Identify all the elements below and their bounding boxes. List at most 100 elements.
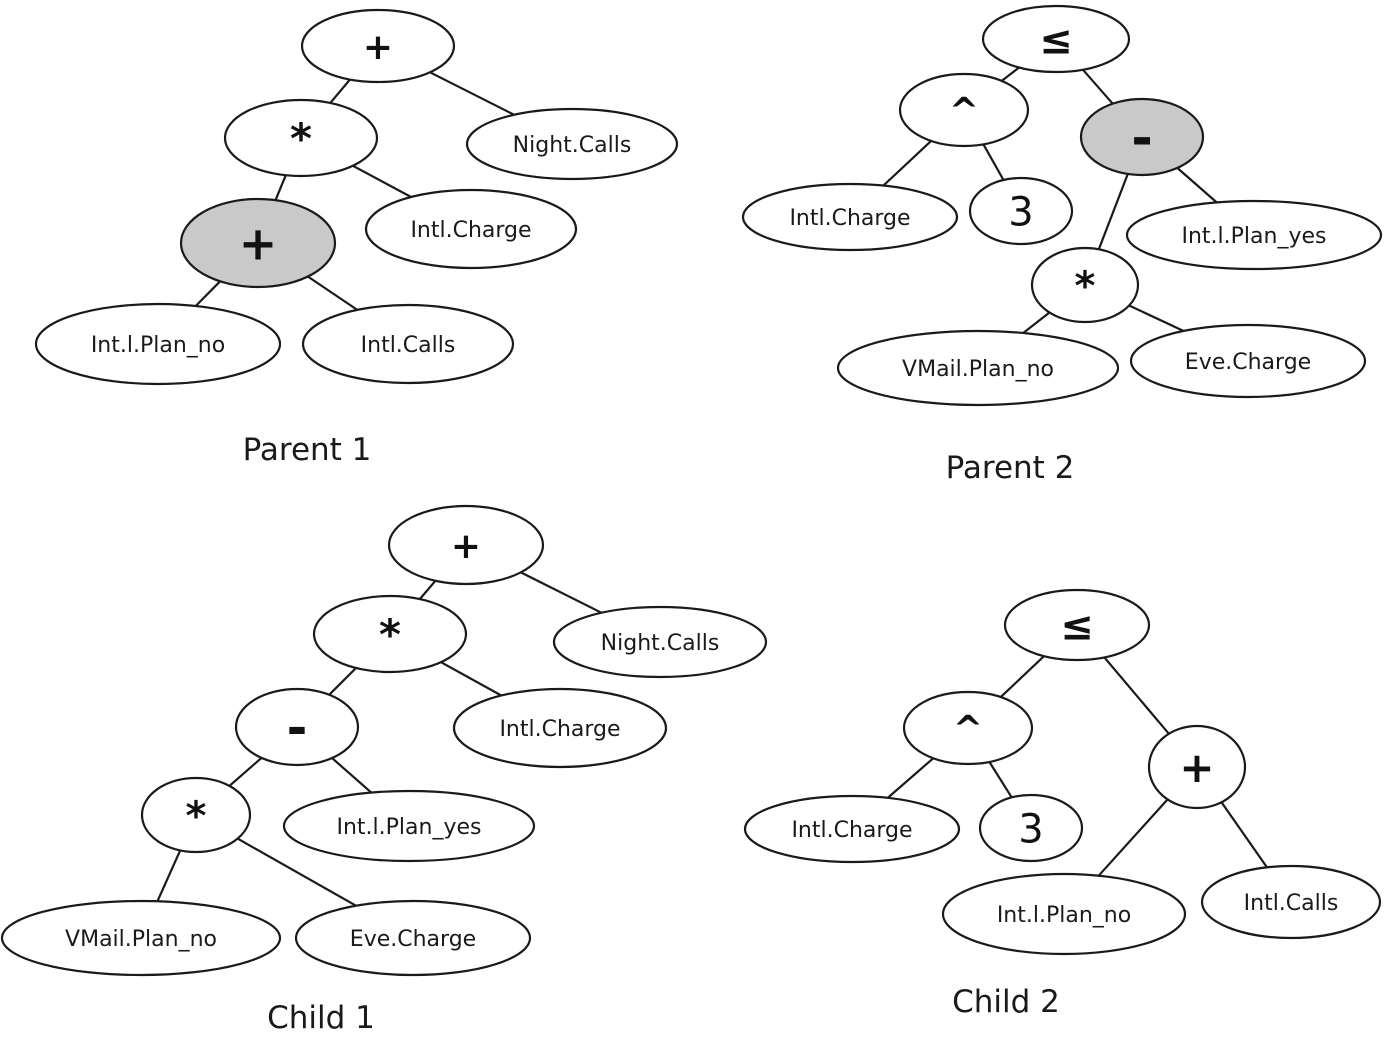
node-ellipse-p1-mul — [223, 98, 379, 178]
node-ellipse-c1-minus — [234, 687, 360, 767]
edge-c1-mul2-to-c1-eve-charge — [237, 837, 357, 907]
node-label-c1-intl-plan-yes: Int.l.Plan_yes — [337, 815, 482, 840]
node-label-c1-root: + — [451, 526, 481, 567]
tree-node-p2-minus: - — [1079, 97, 1205, 177]
node-label-c2-intl-calls: Intl.Calls — [1244, 891, 1339, 916]
tree-node-p1-root: + — [300, 8, 456, 84]
node-ellipse-c1-night-calls — [552, 605, 768, 679]
edge-p1-mul-to-p1-plus — [274, 174, 287, 201]
tree-node-c1-mul2: * — [140, 776, 252, 854]
edge-c1-root-to-c1-mul — [418, 580, 437, 600]
node-ellipse-c2-pow — [902, 690, 1034, 766]
node-label-p1-intl-charge: Intl.Charge — [410, 218, 531, 243]
edge-p1-plus-to-p1-intl-calls — [307, 275, 358, 311]
tree-node-p2-pow: ^ — [898, 72, 1030, 148]
tree-caption-1: Parent 1 — [243, 432, 372, 468]
node-ellipse-c2-three — [978, 793, 1084, 863]
tree-caption-2: Parent 2 — [946, 450, 1075, 486]
edge-c2-plus-to-c2-intl-calls — [1220, 801, 1268, 868]
edge-p2-minus-to-p2-intl-plan-yes — [1176, 167, 1218, 204]
node-ellipse-c2-plus — [1147, 724, 1247, 810]
node-label-p2-three: 3 — [1008, 189, 1033, 235]
edge-p2-minus-to-p2-mul — [1097, 173, 1129, 250]
node-ellipse-c2-intl-charge — [743, 794, 961, 864]
edge-p1-plus-to-p1-intl-plan-no — [194, 280, 221, 307]
tree-node-c1-intl-plan-yes: Int.l.Plan_yes — [282, 789, 536, 863]
node-label-p2-pow: ^ — [949, 91, 979, 132]
node-ellipse-p2-minus — [1079, 97, 1205, 177]
tree-node-p1-night-calls: Night.Calls — [465, 107, 679, 181]
tree-node-p1-intl-plan-no: Int.l.Plan_no — [34, 302, 282, 386]
tree-node-p2-three: 3 — [968, 176, 1074, 246]
node-label-c2-pow: ^ — [953, 709, 983, 750]
tree-node-c1-minus: - — [234, 687, 360, 767]
node-ellipse-p2-vmail-plan-no — [836, 329, 1120, 407]
node-label-p2-vmail-plan-no: VMail.Plan_no — [902, 357, 1054, 382]
node-ellipse-p1-intl-plan-no — [34, 302, 282, 386]
tree-node-p1-intl-charge: Intl.Charge — [364, 188, 578, 270]
node-ellipse-p1-intl-charge — [364, 188, 578, 270]
node-label-p2-mul: * — [1075, 263, 1096, 309]
node-label-c1-night-calls: Night.Calls — [601, 631, 720, 656]
tree-node-c1-mul: * — [312, 594, 468, 674]
tree-node-p2-eve-charge: Eve.Charge — [1129, 323, 1367, 399]
node-ellipse-p2-intl-charge — [741, 182, 959, 252]
node-label-c2-three: 3 — [1018, 806, 1043, 852]
edge-p1-root-to-p1-night-calls — [429, 71, 515, 116]
edge-c2-root-to-c2-plus — [1103, 656, 1170, 735]
tree-node-c2-intl-charge: Intl.Charge — [743, 794, 961, 864]
tree-node-c1-vmail-plan-no: VMail.Plan_no — [0, 899, 282, 977]
node-ellipse-c1-eve-charge — [294, 899, 532, 977]
node-ellipse-c1-intl-plan-yes — [282, 789, 536, 863]
edge-p2-mul-to-p2-vmail-plan-no — [1022, 311, 1051, 334]
node-ellipse-p2-pow — [898, 72, 1030, 148]
edges-layer — [156, 66, 1268, 907]
node-label-c1-eve-charge: Eve.Charge — [350, 927, 476, 952]
node-label-p1-root: + — [363, 27, 393, 68]
node-ellipse-p2-eve-charge — [1129, 323, 1367, 399]
edge-p2-mul-to-p2-eve-charge — [1128, 304, 1185, 332]
tree-node-p2-intl-plan-yes: Int.l.Plan_yes — [1125, 199, 1383, 271]
tree-node-c1-intl-charge: Intl.Charge — [452, 687, 668, 769]
tree-node-c2-intl-calls: Intl.Calls — [1200, 864, 1382, 940]
node-ellipse-c1-mul2 — [140, 776, 252, 854]
node-ellipse-c2-intl-calls — [1200, 864, 1382, 940]
node-label-c2-intl-charge: Intl.Charge — [791, 818, 912, 843]
edge-p1-root-to-p1-mul — [329, 78, 351, 104]
node-label-c1-intl-charge: Intl.Charge — [499, 717, 620, 742]
node-label-p2-intl-charge: Intl.Charge — [789, 206, 910, 231]
edge-c2-pow-to-c2-three — [988, 761, 1013, 798]
edge-p2-root-to-p2-pow — [1001, 66, 1020, 82]
node-ellipse-p1-night-calls — [465, 107, 679, 181]
node-ellipse-c2-root — [1003, 588, 1151, 662]
node-label-c2-intl-plan-no: Int.l.Plan_no — [997, 903, 1131, 928]
node-label-c2-root: ≤ — [1060, 603, 1094, 649]
tree-node-c2-root: ≤ — [1003, 588, 1151, 662]
node-label-p1-intl-calls: Intl.Calls — [361, 333, 456, 358]
node-ellipse-p2-three — [968, 176, 1074, 246]
node-label-p1-plus: + — [239, 217, 278, 271]
edge-c1-mul2-to-c1-vmail-plan-no — [156, 849, 182, 902]
node-ellipse-c1-vmail-plan-no — [0, 899, 282, 977]
edge-c1-minus-to-c1-intl-plan-yes — [331, 757, 373, 794]
tree-node-c2-plus: + — [1147, 724, 1247, 810]
node-label-p2-eve-charge: Eve.Charge — [1185, 350, 1311, 375]
node-ellipse-c1-mul — [312, 594, 468, 674]
tree-node-c1-night-calls: Night.Calls — [552, 605, 768, 679]
edge-c1-minus-to-c1-mul2 — [228, 757, 263, 787]
node-label-p1-night-calls: Night.Calls — [513, 133, 632, 158]
edge-p1-mul-to-p1-intl-charge — [352, 164, 412, 198]
tree-node-c2-three: 3 — [978, 793, 1084, 863]
tree-caption-4: Child 2 — [952, 984, 1060, 1020]
node-ellipse-p2-intl-plan-yes — [1125, 199, 1383, 271]
tree-node-p2-intl-charge: Intl.Charge — [741, 182, 959, 252]
tree-node-p2-root: ≤ — [981, 4, 1131, 74]
tree-node-p2-mul: * — [1030, 246, 1140, 324]
node-ellipse-c2-intl-plan-no — [941, 872, 1187, 956]
edge-c2-plus-to-c2-intl-plan-no — [1097, 798, 1169, 877]
tree-node-c2-pow: ^ — [902, 690, 1034, 766]
node-ellipse-p2-mul — [1030, 246, 1140, 324]
